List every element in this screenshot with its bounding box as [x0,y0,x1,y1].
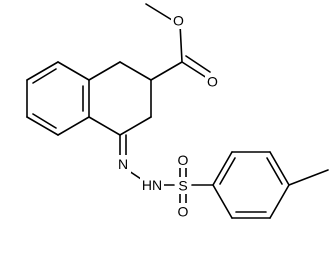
bond-tol-1-2 [212,151,233,186]
bond-benz-inner-2 [32,68,57,84]
bond-ring-c4-c4a [88,116,121,136]
bond-benz-inner-3 [32,113,57,129]
atom-o-methoxy: O [173,13,184,29]
nh-bg [140,176,164,194]
bond-methyl-o [145,3,173,21]
o-sulfonyl-bottom-bg [175,203,191,220]
bond-tol-4-5 [269,184,290,219]
bond-tol-methyl [288,169,329,186]
bond-layer [26,3,329,219]
atom-o-carbonyl: O [207,74,218,90]
bond-tol-inner-1 [219,157,236,185]
bond-benz-c6-c5 [26,116,59,136]
atom-s-sulfonyl: S [178,178,187,194]
atom-o-sulfonyl-top: O [178,152,189,168]
bond-benz-c8a-c8 [57,61,90,81]
bond-carbonyl-double-1 [181,61,208,79]
bond-ester-ring [150,61,183,81]
s-bg [175,177,191,194]
bond-ring-c1-c8a [88,61,121,81]
atom-n-imine: N [118,156,128,172]
o-sulfonyl-top-bg [175,152,191,168]
bond-tol-inner-2 [266,157,283,185]
bond-ring-c3-c4 [119,116,152,136]
o-carbonyl-bg [205,73,220,90]
bond-benz-c8-c7 [26,61,59,81]
atom-nh-hydrazide: HN [142,177,162,193]
bond-tol-3-4 [269,151,290,186]
bond-tol-6-1 [212,184,233,219]
n-imine-bg [115,155,131,173]
bond-o-carbonyl-c [179,23,183,63]
atom-label-layer: O O N HN S O O [115,12,220,220]
atom-o-sulfonyl-bottom: O [178,204,189,220]
bond-benz-c5-c4a [57,116,90,136]
bond-ring-c2-c1 [119,61,152,81]
bond-carbonyl-double-2 [185,55,211,73]
o-methoxy-bg [171,12,186,29]
